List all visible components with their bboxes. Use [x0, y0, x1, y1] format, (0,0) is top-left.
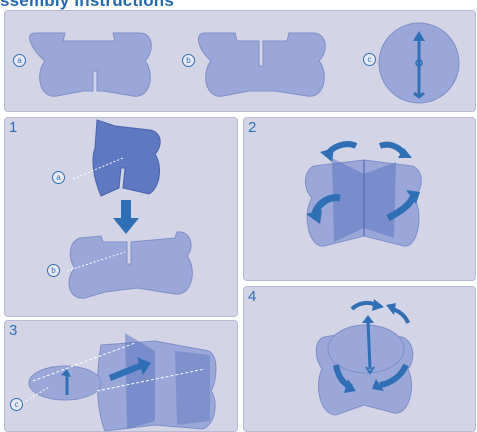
disc-c-top	[328, 325, 404, 373]
step-1-label-a: a	[52, 171, 65, 184]
label-b: b	[182, 54, 195, 67]
label-a: a	[13, 54, 26, 67]
piece-b-horizontal	[69, 232, 192, 298]
step-2-panel: 2	[243, 117, 476, 281]
step-2-illustration	[244, 118, 475, 280]
step-3-illustration	[5, 321, 237, 431]
parts-panel: a b c	[4, 10, 476, 112]
piece-a-vertical	[93, 120, 160, 196]
parts-illustration	[5, 11, 475, 111]
step-3-panel: 3 c	[4, 320, 238, 432]
piece-b-shape	[198, 33, 325, 96]
piece-a-shape	[30, 33, 152, 96]
label-c: c	[363, 53, 376, 66]
step-4-panel: 4	[243, 286, 476, 432]
down-arrow-icon	[113, 200, 139, 234]
step-1-number: 1	[9, 119, 17, 136]
step-1-label-b: b	[47, 264, 60, 277]
step-1-panel: 1 a b	[4, 117, 238, 317]
step-3-number: 3	[9, 322, 17, 339]
step-4-illustration	[244, 287, 475, 431]
step-2-number: 2	[248, 119, 256, 136]
step-4-number: 4	[248, 288, 256, 305]
step-1-illustration	[5, 118, 237, 316]
step-3-label-c: c	[10, 398, 23, 411]
rotate-arrow-icon	[352, 303, 376, 309]
